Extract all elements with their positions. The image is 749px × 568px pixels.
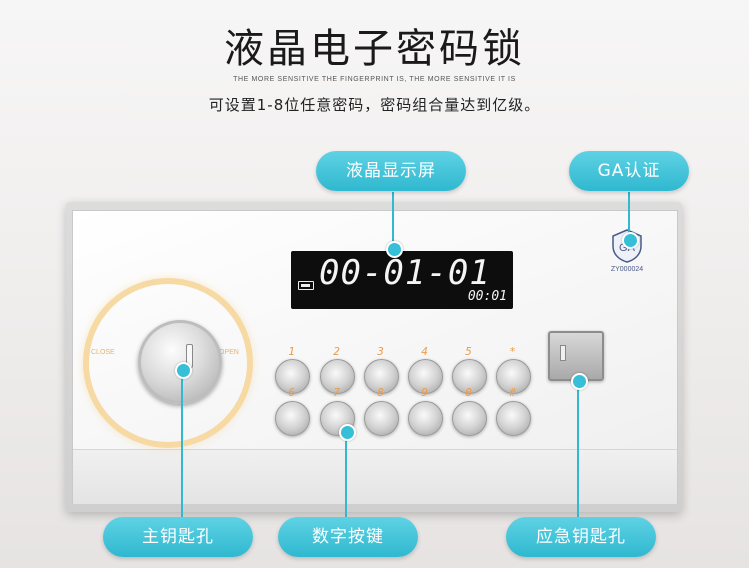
keypad-button-star[interactable] (496, 359, 531, 394)
panel-bottom-strip (73, 449, 677, 504)
battery-icon (298, 281, 314, 290)
key-label-hash: # (509, 386, 516, 399)
lcd-time-readout: 00:01 (467, 289, 507, 304)
key-label-0: 0 (465, 386, 472, 399)
callout-line-emergency (577, 380, 579, 520)
callout-ga-certification: GA认证 (569, 151, 689, 191)
lcd-main-readout: 00-01-01 (319, 253, 491, 293)
callout-line-ga (628, 192, 630, 234)
callout-keypad: 数字按键 (278, 517, 418, 557)
knob-ring (83, 278, 253, 448)
callout-line-main-keyhole (181, 369, 183, 520)
keypad-button-2[interactable] (320, 359, 355, 394)
callout-lcd-display: 液晶显示屏 (316, 151, 466, 191)
subtitle-english: THE MORE SENSITIVE THE FINGERPRINT IS, T… (233, 76, 516, 83)
keypad-button-1[interactable] (275, 359, 310, 394)
keypad-button-9[interactable] (408, 401, 443, 436)
callout-dot-keypad (339, 424, 356, 441)
callout-dot-ga (622, 232, 639, 249)
keypad-button-6[interactable] (275, 401, 310, 436)
key-label-1: 1 (288, 345, 295, 358)
open-label: OPEN (219, 349, 239, 356)
key-label-5: 5 (465, 345, 472, 358)
subtitle-chinese: 可设置1-8位任意密码，密码组合量达到亿级。 (208, 96, 541, 114)
callout-emergency-keyhole: 应急钥匙孔 (506, 517, 656, 557)
key-label-3: 3 (377, 345, 384, 358)
key-label-9: 9 (421, 386, 428, 399)
callout-line-lcd (392, 192, 394, 247)
callout-line-keypad (345, 431, 347, 520)
keypad-button-0[interactable] (452, 401, 487, 436)
keypad-button-4[interactable] (408, 359, 443, 394)
page-title: 液晶电子密码锁 (224, 26, 525, 72)
lcd-display: 00-01-01 00:01 (291, 251, 513, 309)
key-label-8: 8 (377, 386, 384, 399)
key-label-star: * (509, 345, 516, 358)
keypad-button-5[interactable] (452, 359, 487, 394)
key-label-7: 7 (333, 386, 340, 399)
callout-dot-lcd (386, 241, 403, 258)
callout-dot-main-keyhole (175, 362, 192, 379)
keypad-button-8[interactable] (364, 401, 399, 436)
keypad-button-3[interactable] (364, 359, 399, 394)
key-label-6: 6 (288, 386, 295, 399)
ga-code: ZY000024 (610, 266, 644, 273)
close-label: CLOSE (91, 349, 115, 356)
emergency-keyhole[interactable] (560, 345, 566, 361)
key-label-4: 4 (421, 345, 428, 358)
callout-main-keyhole: 主钥匙孔 (103, 517, 253, 557)
key-label-2: 2 (333, 345, 340, 358)
callout-dot-emergency (571, 373, 588, 390)
keypad-button-hash[interactable] (496, 401, 531, 436)
